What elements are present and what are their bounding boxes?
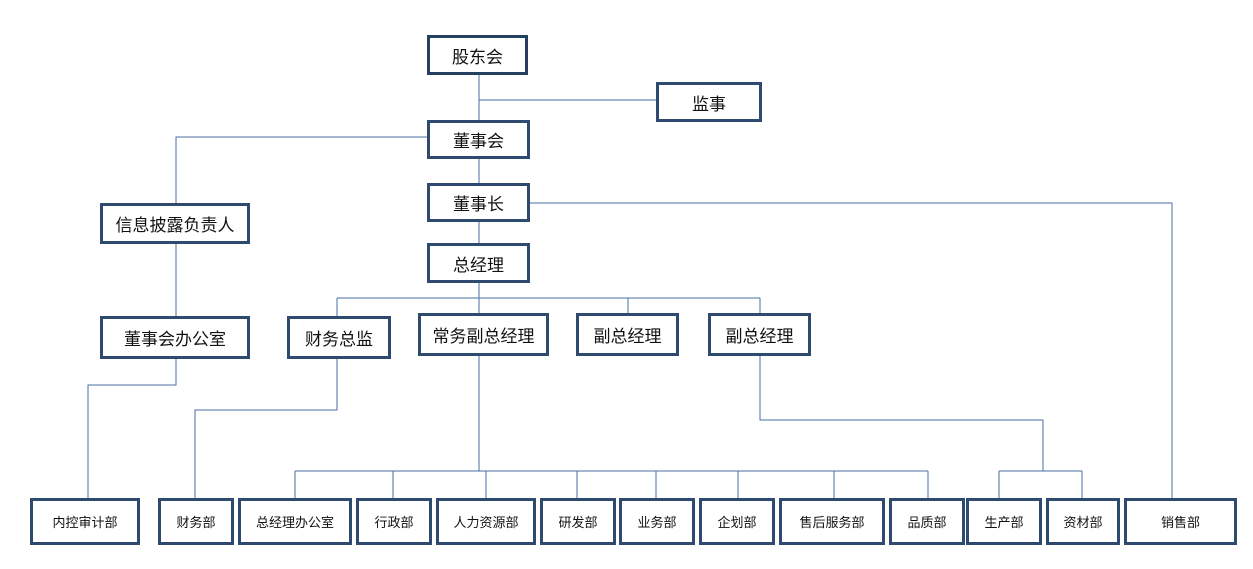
dept-production: 生产部 — [966, 498, 1042, 545]
connector-office-audit — [87, 359, 177, 498]
dept-rnd: 研发部 — [540, 498, 616, 545]
dept-quality: 品质部 — [889, 498, 965, 545]
dept-admin: 行政部 — [356, 498, 432, 545]
connector-board-disclosure — [175, 136, 427, 203]
general-manager-box: 总经理 — [427, 243, 530, 283]
dept-sales: 销售部 — [1124, 498, 1237, 545]
shareholders-box: 股东会 — [427, 35, 528, 75]
cfo-box: 财务总监 — [287, 316, 391, 359]
dept-after-sales: 售后服务部 — [779, 498, 885, 545]
board-office-box: 董事会办公室 — [100, 316, 250, 359]
dept-gm-office: 总经理办公室 — [238, 498, 352, 545]
disclosure-officer-box: 信息披露负责人 — [100, 203, 250, 244]
connector-chairman-sales — [530, 202, 1173, 498]
dept-materials: 资材部 — [1046, 498, 1120, 545]
supervisor-box: 监事 — [656, 82, 762, 122]
dept-internal-audit: 内控审计部 — [30, 498, 140, 545]
vice-gm-box-1: 副总经理 — [576, 313, 679, 356]
chairman-box: 董事长 — [427, 183, 530, 222]
connector-cfo-finance — [194, 359, 338, 498]
board-box: 董事会 — [427, 120, 530, 159]
dept-finance: 财务部 — [158, 498, 234, 545]
dept-planning: 企划部 — [699, 498, 775, 545]
dept-business: 业务部 — [619, 498, 695, 545]
dept-hr: 人力资源部 — [436, 498, 536, 545]
vice-gm-box-2: 副总经理 — [708, 313, 811, 356]
executive-vp-box: 常务副总经理 — [418, 313, 549, 356]
connector-vp2-down — [759, 356, 1044, 471]
